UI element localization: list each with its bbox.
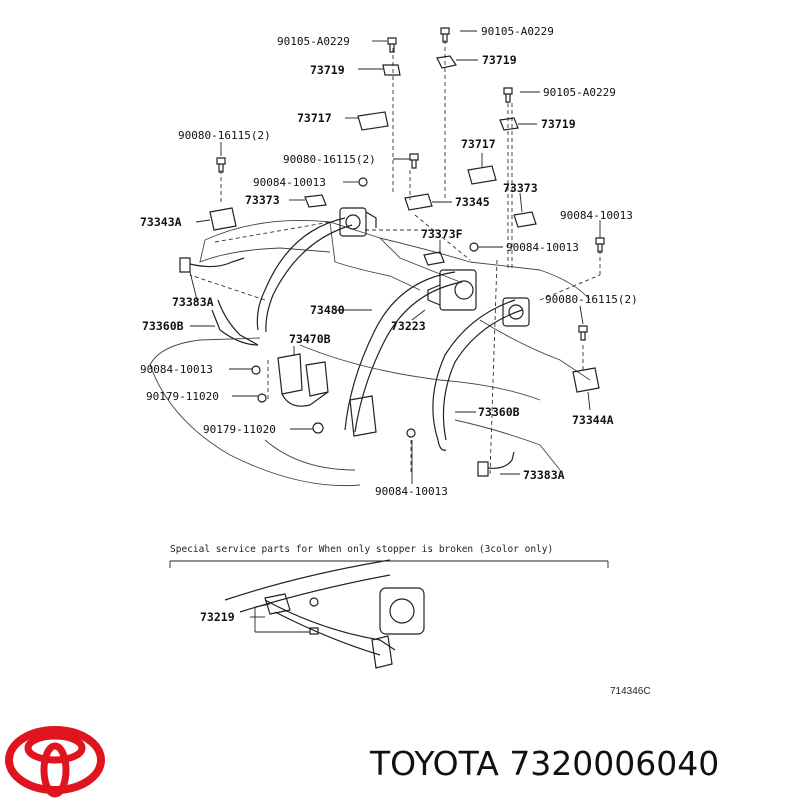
label-buckle-left: 73360B <box>142 319 184 333</box>
label-belt-center: 73480 <box>310 303 345 317</box>
label-stopper: 73219 <box>200 610 235 624</box>
label-plate-center: 73345 <box>455 195 490 209</box>
label-plate-right: 73344A <box>572 413 614 427</box>
label-screw-b: 90179-11020 <box>203 423 276 436</box>
buckles <box>211 309 377 437</box>
leader-lines <box>189 30 601 484</box>
label-screw-a: 90179-11020 <box>146 390 219 403</box>
label-buckle-right: 73360B <box>478 405 520 419</box>
label-anchor-right: 73719 <box>541 117 576 131</box>
part-labels: 90105-A0229 90105-A0229 90105-A0229 7371… <box>140 25 638 624</box>
label-harness-left: 73383A <box>172 295 214 309</box>
retractor-right <box>502 297 530 327</box>
label-bolt-right: 90105-A0229 <box>543 86 616 99</box>
toyota-logo-icon <box>5 726 105 798</box>
label-nut-top: 90084-10013 <box>253 176 326 189</box>
label-harness-right: 73383A <box>523 468 565 482</box>
label-cover-left: 73717 <box>297 111 332 125</box>
label-nut-right: 90084-10013 <box>560 209 633 222</box>
stopper-detail <box>224 559 425 669</box>
service-note: Special service parts for When only stop… <box>169 544 609 568</box>
label-nut-left: 90084-10013 <box>140 363 213 376</box>
label-bolt-2-center: 90080-16115(2) <box>283 153 376 166</box>
label-nut-center: 90084-10013 <box>506 241 579 254</box>
label-guide-center: 73373F <box>421 227 463 241</box>
label-bolt-2-left: 90080-16115(2) <box>178 129 271 142</box>
label-guide-left: 73373 <box>245 193 280 207</box>
label-buckle-center: 73470B <box>289 332 331 346</box>
drawing-code: 714346C <box>610 686 651 697</box>
guides-plates <box>209 193 600 393</box>
label-plate-left: 73343A <box>140 215 182 229</box>
label-anchor-top-right: 73719 <box>482 53 517 67</box>
label-bolt-top-right: 90105-A0229 <box>481 25 554 38</box>
harnesses <box>179 257 515 477</box>
retractor-center <box>427 269 477 311</box>
seat-belts <box>217 217 523 451</box>
body-outline <box>149 220 591 487</box>
retractor-left <box>339 207 377 237</box>
label-cover-right: 73717 <box>461 137 496 151</box>
label-anchor-top-left: 73719 <box>310 63 345 77</box>
reference-dashes <box>189 40 601 476</box>
label-nut-bottom: 90084-10013 <box>375 485 448 498</box>
brand-caption: TOYOTA 7320006040 <box>369 744 719 783</box>
label-guide-right: 73373 <box>503 181 538 195</box>
label-retractor-center: 73223 <box>391 319 426 333</box>
label-bolt-top-left: 90105-A0229 <box>277 35 350 48</box>
service-note-text: Special service parts for When only stop… <box>170 544 553 555</box>
top-anchors <box>357 55 519 185</box>
label-bolt-2-right: 90080-16115(2) <box>545 293 638 306</box>
